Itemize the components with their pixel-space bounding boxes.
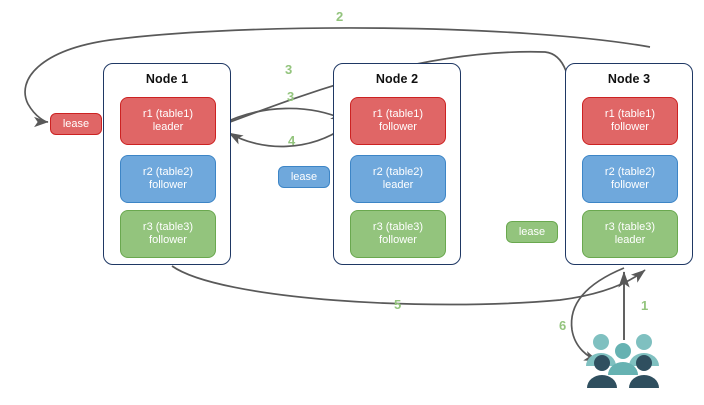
lease-badge-blue[interactable]: lease [278, 166, 330, 188]
replica-node1-r1[interactable]: r1 (table1) leader [120, 97, 216, 145]
replica-name: r1 (table1) [372, 108, 424, 120]
lease-badge-red[interactable]: lease [50, 113, 102, 135]
replica-node2-r1[interactable]: r1 (table1) follower [350, 97, 446, 145]
step-label-4: 4 [288, 133, 296, 148]
step-label-3a: 3 [285, 62, 293, 77]
arrow-step-3-to-node2 [221, 107, 346, 125]
replica-node3-r3[interactable]: r3 (table3) leader [582, 210, 678, 258]
replica-role: follower [379, 121, 417, 133]
replica-name: r3 (table3) [142, 221, 194, 233]
replica-node1-r3[interactable]: r3 (table3) follower [120, 210, 216, 258]
replica-node2-r2[interactable]: r2 (table2) leader [350, 155, 446, 203]
step-label-1: 1 [641, 298, 649, 313]
replica-role: leader [614, 234, 646, 246]
replica-node3-r1[interactable]: r1 (table1) follower [582, 97, 678, 145]
replica-name: r2 (table2) [142, 166, 194, 178]
replica-name: r2 (table2) [372, 166, 424, 178]
node-container-3[interactable]: Node 3 r1 (table1) follower r2 (table2) … [565, 63, 693, 265]
arrow-step-5 [171, 265, 646, 306]
people-middle [608, 343, 638, 375]
replica-name: r2 (table2) [604, 166, 656, 178]
replica-name: r3 (table3) [372, 221, 424, 233]
clients-people-icon [586, 334, 659, 388]
replica-role: follower [149, 179, 187, 191]
node-title-1: Node 1 [145, 72, 189, 86]
node-container-2[interactable]: Node 2 r1 (table1) follower r2 (table2) … [333, 63, 461, 265]
replica-role: follower [379, 234, 417, 246]
replica-node3-r2[interactable]: r2 (table2) follower [582, 155, 678, 203]
replica-name: r3 (table3) [604, 221, 656, 233]
replica-role: follower [611, 121, 649, 133]
step-label-2: 2 [336, 9, 344, 24]
replica-name: r1 (table1) [142, 108, 194, 120]
replica-node2-r3[interactable]: r3 (table3) follower [350, 210, 446, 258]
node-title-3: Node 3 [607, 72, 651, 86]
replica-role: leader [382, 179, 414, 191]
step-label-6: 6 [559, 318, 567, 333]
node-container-1[interactable]: Node 1 r1 (table1) leader r2 (table2) fo… [103, 63, 231, 265]
replica-role: leader [152, 121, 184, 133]
step-label-5: 5 [394, 297, 402, 312]
arrow-step-6 [570, 267, 625, 362]
step-label-3b: 3 [287, 89, 295, 104]
replica-role: follower [611, 179, 649, 191]
replica-name: r1 (table1) [604, 108, 656, 120]
replica-node1-r2[interactable]: r2 (table2) follower [120, 155, 216, 203]
replica-role: follower [149, 234, 187, 246]
arrow-step-2 [24, 27, 651, 128]
lease-badge-green[interactable]: lease [506, 221, 558, 243]
node-title-2: Node 2 [375, 72, 419, 86]
